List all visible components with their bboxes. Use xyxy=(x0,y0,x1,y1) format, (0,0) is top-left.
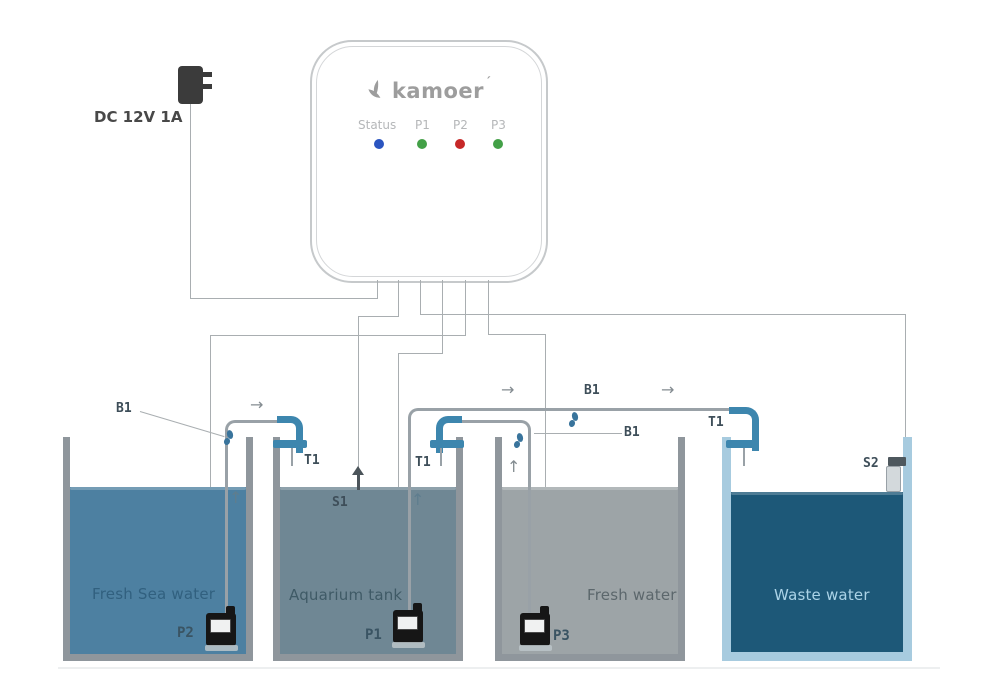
p2-led xyxy=(455,139,465,149)
flow-arrow-right: → xyxy=(250,395,264,414)
kamoer-leaf-icon xyxy=(368,79,381,98)
pump-label-panel xyxy=(397,616,418,630)
flow-arrow-up: ↑ xyxy=(411,490,425,509)
p3-wire xyxy=(545,334,546,611)
b1-leader-line xyxy=(534,433,622,434)
s1-level-sensor-stem xyxy=(357,474,360,490)
power-adapter-prong xyxy=(203,72,212,77)
flow-arrow-up: ↑ xyxy=(507,457,521,476)
label-t1-aquarium-right: T1 xyxy=(415,455,431,470)
pump-p1 xyxy=(392,603,425,649)
p1-wire xyxy=(398,353,399,609)
b1-clip-p3-tube xyxy=(514,433,524,448)
t1-elbow-aquarium-right xyxy=(436,416,462,453)
t1-outlet-aquarium-right xyxy=(440,448,442,466)
pump-cable-gland xyxy=(226,606,235,618)
p1-wire xyxy=(398,353,443,354)
power-wire xyxy=(190,104,191,299)
t1-clamp-waste xyxy=(726,440,759,448)
t1-elbow-aquarium-left xyxy=(277,416,303,453)
t1-clamp-aquarium-left xyxy=(273,440,307,448)
s1-wire xyxy=(358,316,399,317)
tank-aquarium xyxy=(273,437,463,661)
t1-outlet-aquarium-left xyxy=(291,448,293,466)
p1-led-label: P1 xyxy=(415,118,430,132)
label-pump-p1: P1 xyxy=(365,627,382,643)
label-t1-aquarium-left: T1 xyxy=(304,453,320,468)
s2-level-sensor xyxy=(886,466,901,492)
pump-label-panel xyxy=(524,619,545,633)
controller-unit: kamoer ´ Status P1 P2 P3 xyxy=(310,40,548,283)
tube-b1-p1-to-waste xyxy=(408,408,742,613)
pump-base xyxy=(519,645,552,651)
s2-wire xyxy=(905,314,906,460)
p2-led-label: P2 xyxy=(453,118,468,132)
b1-clip-long-tube xyxy=(569,412,579,427)
logo-accent-icon: ´ xyxy=(485,75,492,89)
t1-elbow-waste xyxy=(729,407,759,451)
p3-led-label: P3 xyxy=(491,118,506,132)
tank-label-fresh-water: Fresh water xyxy=(587,586,677,604)
pump-p2 xyxy=(205,606,238,652)
label-b1-left: B1 xyxy=(116,401,132,416)
flow-arrow-up: ↑ xyxy=(229,488,243,507)
tube-p2-to-aquarium xyxy=(225,420,286,615)
tank-fresh-sea-water xyxy=(63,437,253,661)
t1-outlet-waste xyxy=(743,448,745,466)
p2-wire xyxy=(210,335,466,336)
tank-label-aquarium: Aquarium tank xyxy=(289,586,403,604)
s1-wire xyxy=(398,280,399,317)
p3-led xyxy=(493,139,503,149)
power-rating-label: DC 12V 1A xyxy=(94,108,183,126)
status-led-label: Status xyxy=(358,118,397,132)
tank-label-fresh-sea-water: Fresh Sea water xyxy=(92,585,216,603)
tube-p3-to-aquarium xyxy=(452,420,531,613)
s2-level-sensor-bracket xyxy=(888,457,906,466)
power-adapter-prong xyxy=(203,84,212,89)
p1-led xyxy=(417,139,427,149)
controller-inner-border xyxy=(316,46,542,277)
pump-base xyxy=(205,645,238,651)
pump-p3 xyxy=(519,606,552,652)
label-pump-p2: P2 xyxy=(177,625,194,641)
tank-waste-water xyxy=(722,437,912,661)
p2-wire xyxy=(210,335,211,611)
s1-wire xyxy=(358,316,359,468)
label-s2: S2 xyxy=(863,456,879,471)
brand-logo: kamoer ´ xyxy=(312,72,546,110)
power-adapter xyxy=(178,66,203,104)
b1-clip-p2-tube xyxy=(224,430,234,445)
s1-level-sensor xyxy=(352,466,364,475)
label-t1-waste: T1 xyxy=(708,415,724,430)
waste-water xyxy=(731,492,903,652)
brand-name: kamoer xyxy=(391,79,485,103)
tank-label-waste-water: Waste water xyxy=(774,586,870,604)
aquarium-water xyxy=(280,487,456,654)
pump-cable-gland xyxy=(540,606,549,618)
flow-arrow-right: → xyxy=(661,380,675,399)
label-pump-p3: P3 xyxy=(553,628,570,644)
t1-clamp-aquarium-right xyxy=(430,440,464,448)
power-wire xyxy=(190,298,378,299)
label-b1-long-tube: B1 xyxy=(584,383,600,398)
pump-label-panel xyxy=(210,619,231,633)
s2-wire xyxy=(420,280,421,315)
p3-wire xyxy=(488,334,546,335)
b1-leader-line xyxy=(139,411,225,438)
ground-line xyxy=(58,667,940,669)
p1-wire xyxy=(442,280,443,354)
pump-cable-gland xyxy=(413,603,422,615)
pump-base xyxy=(392,642,425,648)
power-wire xyxy=(377,280,378,299)
status-led xyxy=(374,139,384,149)
p2-wire xyxy=(465,280,466,336)
label-b1-p3-tube: B1 xyxy=(624,425,640,440)
flow-arrow-right: → xyxy=(501,380,515,399)
p3-wire xyxy=(488,280,489,335)
label-s1: S1 xyxy=(332,495,348,510)
s2-wire xyxy=(420,314,906,315)
